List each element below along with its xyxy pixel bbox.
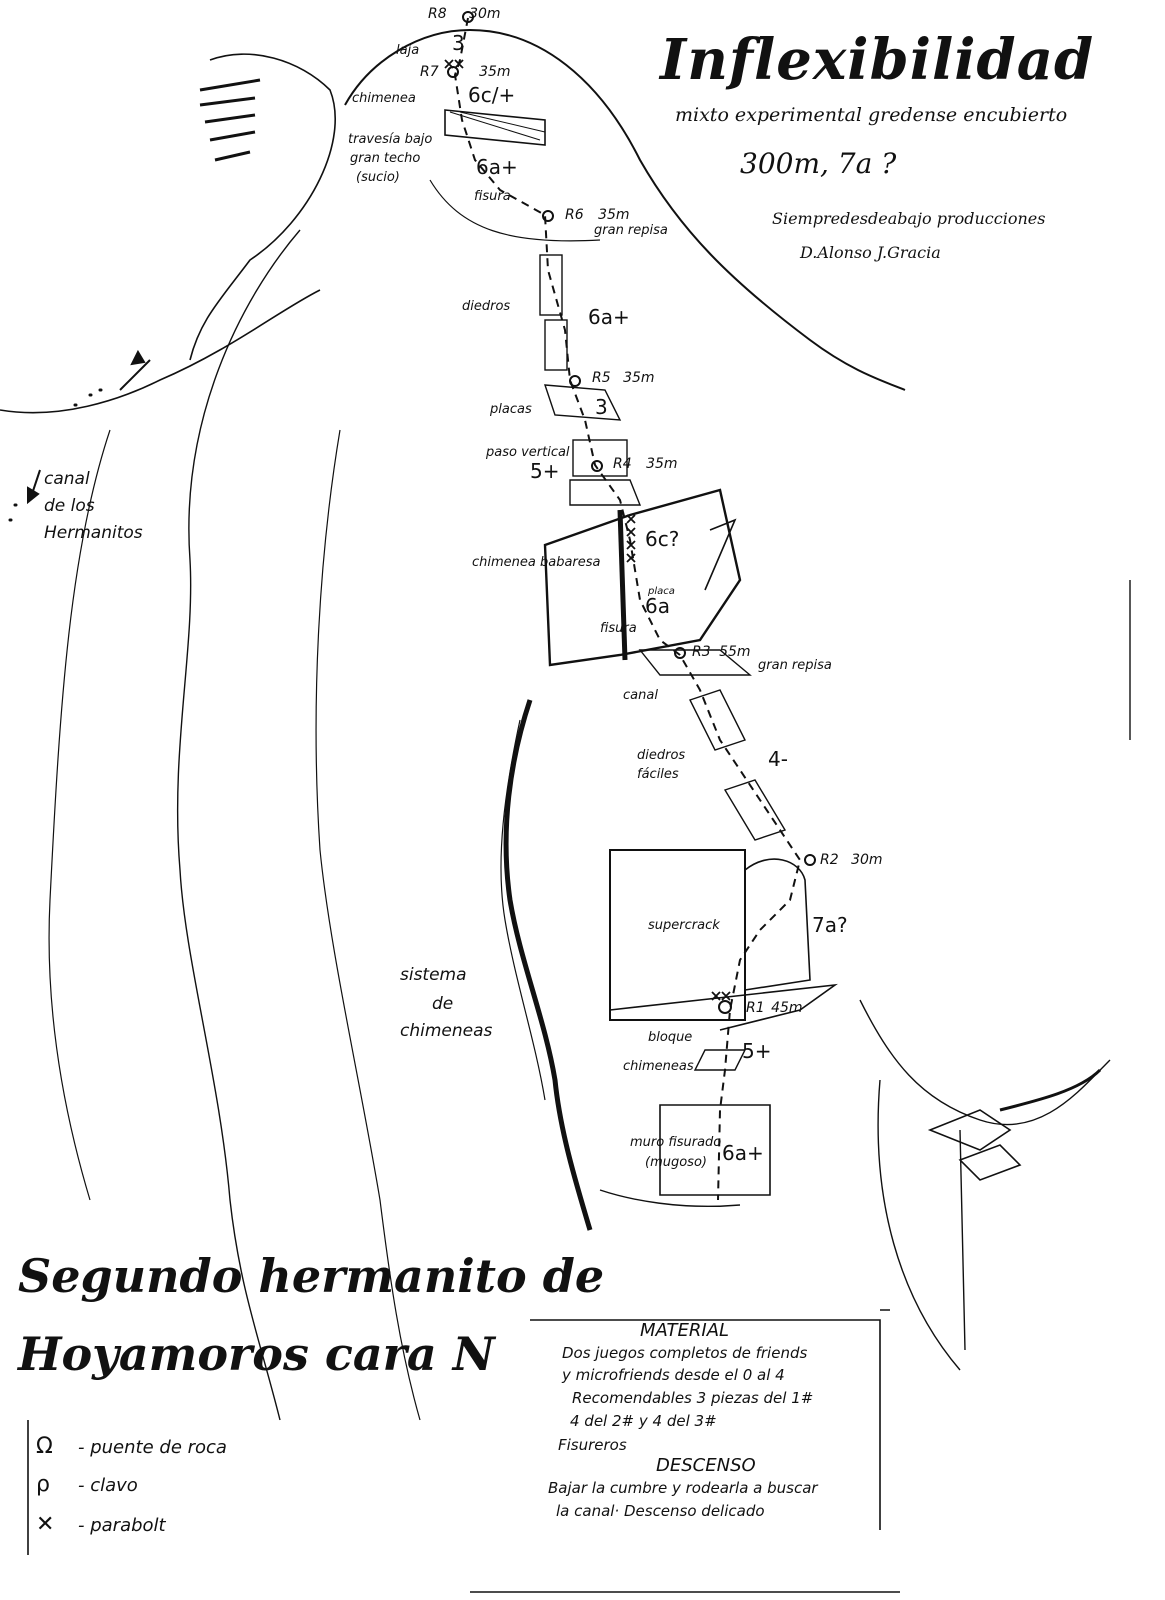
grade-p7: 6c/+ <box>468 83 516 107</box>
feature-canal: canal <box>623 688 658 703</box>
credit-producer: Siempredesdeabajo producciones <box>772 209 1046 228</box>
grade-p6: 6a+ <box>476 155 518 179</box>
credit-authors: D.Alonso J.Gracia <box>800 243 941 262</box>
peak-name-line-1: Segundo hermanito de <box>18 1249 605 1303</box>
feature-sucio: (sucio) <box>356 170 400 185</box>
supercrack-block <box>609 849 746 1021</box>
left-ridge <box>0 289 321 414</box>
feature-fisura-mid: fisura <box>600 621 637 636</box>
grade-p3a: 6c? <box>645 527 680 551</box>
feature-diedros: diedros <box>462 299 511 314</box>
grade-p4: 5+ <box>530 459 560 483</box>
feature-diedros-2: diedros <box>637 748 686 763</box>
belay-markers <box>447 11 816 1014</box>
grade-p5: 6a+ <box>588 305 630 329</box>
summit-shade <box>429 179 601 242</box>
left-pinnacle <box>189 53 336 361</box>
route-line <box>453 17 802 1201</box>
route-title: Inflexibilidad <box>660 27 1095 93</box>
feature-gran-repisa-top: gran repisa <box>594 223 668 238</box>
material-line-3: Recomendables 3 piezas del 1# <box>572 1389 814 1407</box>
route-subtitle: mixto experimental gredense encubierto <box>675 104 1068 126</box>
material-line-2: y microfriends desde el 0 al 4 <box>562 1366 785 1384</box>
feature-supercrack: supercrack <box>648 918 720 933</box>
belay-r7: R7 35m <box>420 64 511 80</box>
belay-r6: R6 35m <box>565 207 630 223</box>
bolt-marks <box>444 59 731 1001</box>
feature-gran-repisa-mid: gran repisa <box>758 658 832 673</box>
feature-faciles: fáciles <box>637 767 679 782</box>
belay-r5: R5 35m <box>592 370 655 386</box>
chimney-book <box>543 488 742 667</box>
material-line-4: 4 del 2# y 4 del 3# <box>570 1412 717 1430</box>
bolt-icon: ✕ <box>36 1512 55 1537</box>
feature-chimeneas-sys: chimeneas <box>400 1021 493 1041</box>
canal-label-3: Hermanitos <box>44 523 143 543</box>
material-frame <box>530 1309 890 1530</box>
belay-r8: R8 30m <box>428 6 501 22</box>
right-face <box>859 580 1131 1126</box>
left-body-outline <box>176 229 301 1421</box>
peak-name-line-2: Hoyamoros cara N <box>18 1327 495 1381</box>
grade-p8: 3 <box>452 31 465 55</box>
feature-placa: placa <box>648 586 675 597</box>
grade-p3c: 4- <box>768 747 788 771</box>
canal-label-1: canal <box>44 469 90 489</box>
rock-bridge-icon: Ω <box>36 1434 53 1459</box>
feature-muro-fisurado: muro fisurado <box>630 1135 722 1150</box>
descent-heading: DESCENSO <box>656 1455 756 1476</box>
feature-bloque: bloque <box>648 1030 693 1045</box>
feature-chimenea-babaresa: chimenea babaresa <box>472 555 601 570</box>
belay-r2: R2 30m <box>820 852 883 868</box>
legend-rock-bridge: Ω- puente de roca <box>36 1434 227 1459</box>
roof-traverse <box>444 109 546 146</box>
feature-de: de <box>432 994 454 1014</box>
legend-piton: ρ- clavo <box>36 1472 138 1497</box>
canal-label-2: de los <box>44 496 95 516</box>
grade-p1a: 5+ <box>742 1039 772 1063</box>
chimney-system <box>503 699 593 1231</box>
descent-line-1: Bajar la cumbre y rodearla a buscar <box>548 1479 818 1497</box>
descent-line-2: la canal· Descenso delicado <box>556 1502 765 1520</box>
belay-r3: R3 55m <box>692 644 751 660</box>
material-line-5: Fisureros <box>558 1436 627 1454</box>
grade-p3b: 6a <box>645 594 670 618</box>
feature-placas: placas <box>490 402 532 417</box>
feature-travesia: travesía bajo <box>348 132 433 147</box>
feature-paso-vertical: paso vertical <box>486 445 570 460</box>
summit-outline <box>344 28 906 391</box>
feature-mugoso: (mugoso) <box>645 1155 707 1170</box>
belay-r4: R4 35m <box>613 456 678 472</box>
feature-gran-techo: gran techo <box>350 151 421 166</box>
feature-chimeneas: chimeneas <box>623 1059 694 1074</box>
feature-fisura-top: fisura <box>474 189 511 204</box>
belay-r1: R1 45m <box>746 1000 803 1016</box>
grade-p2: 7a? <box>812 913 848 937</box>
feature-chimenea: chimenea <box>352 91 416 106</box>
material-line-1: Dos juegos completos de friends <box>562 1344 808 1362</box>
grade-p4b: 3 <box>595 395 608 419</box>
piton-icon: ρ <box>36 1472 50 1497</box>
material-heading: MATERIAL <box>640 1320 730 1341</box>
feature-sistema: sistema <box>400 965 467 985</box>
grade-p1b: 6a+ <box>722 1141 764 1165</box>
legend-bolt: ✕- parabolt <box>36 1512 166 1537</box>
route-length-grade: 300m, 7a ? <box>740 147 897 180</box>
feature-laja: laja <box>396 43 420 58</box>
